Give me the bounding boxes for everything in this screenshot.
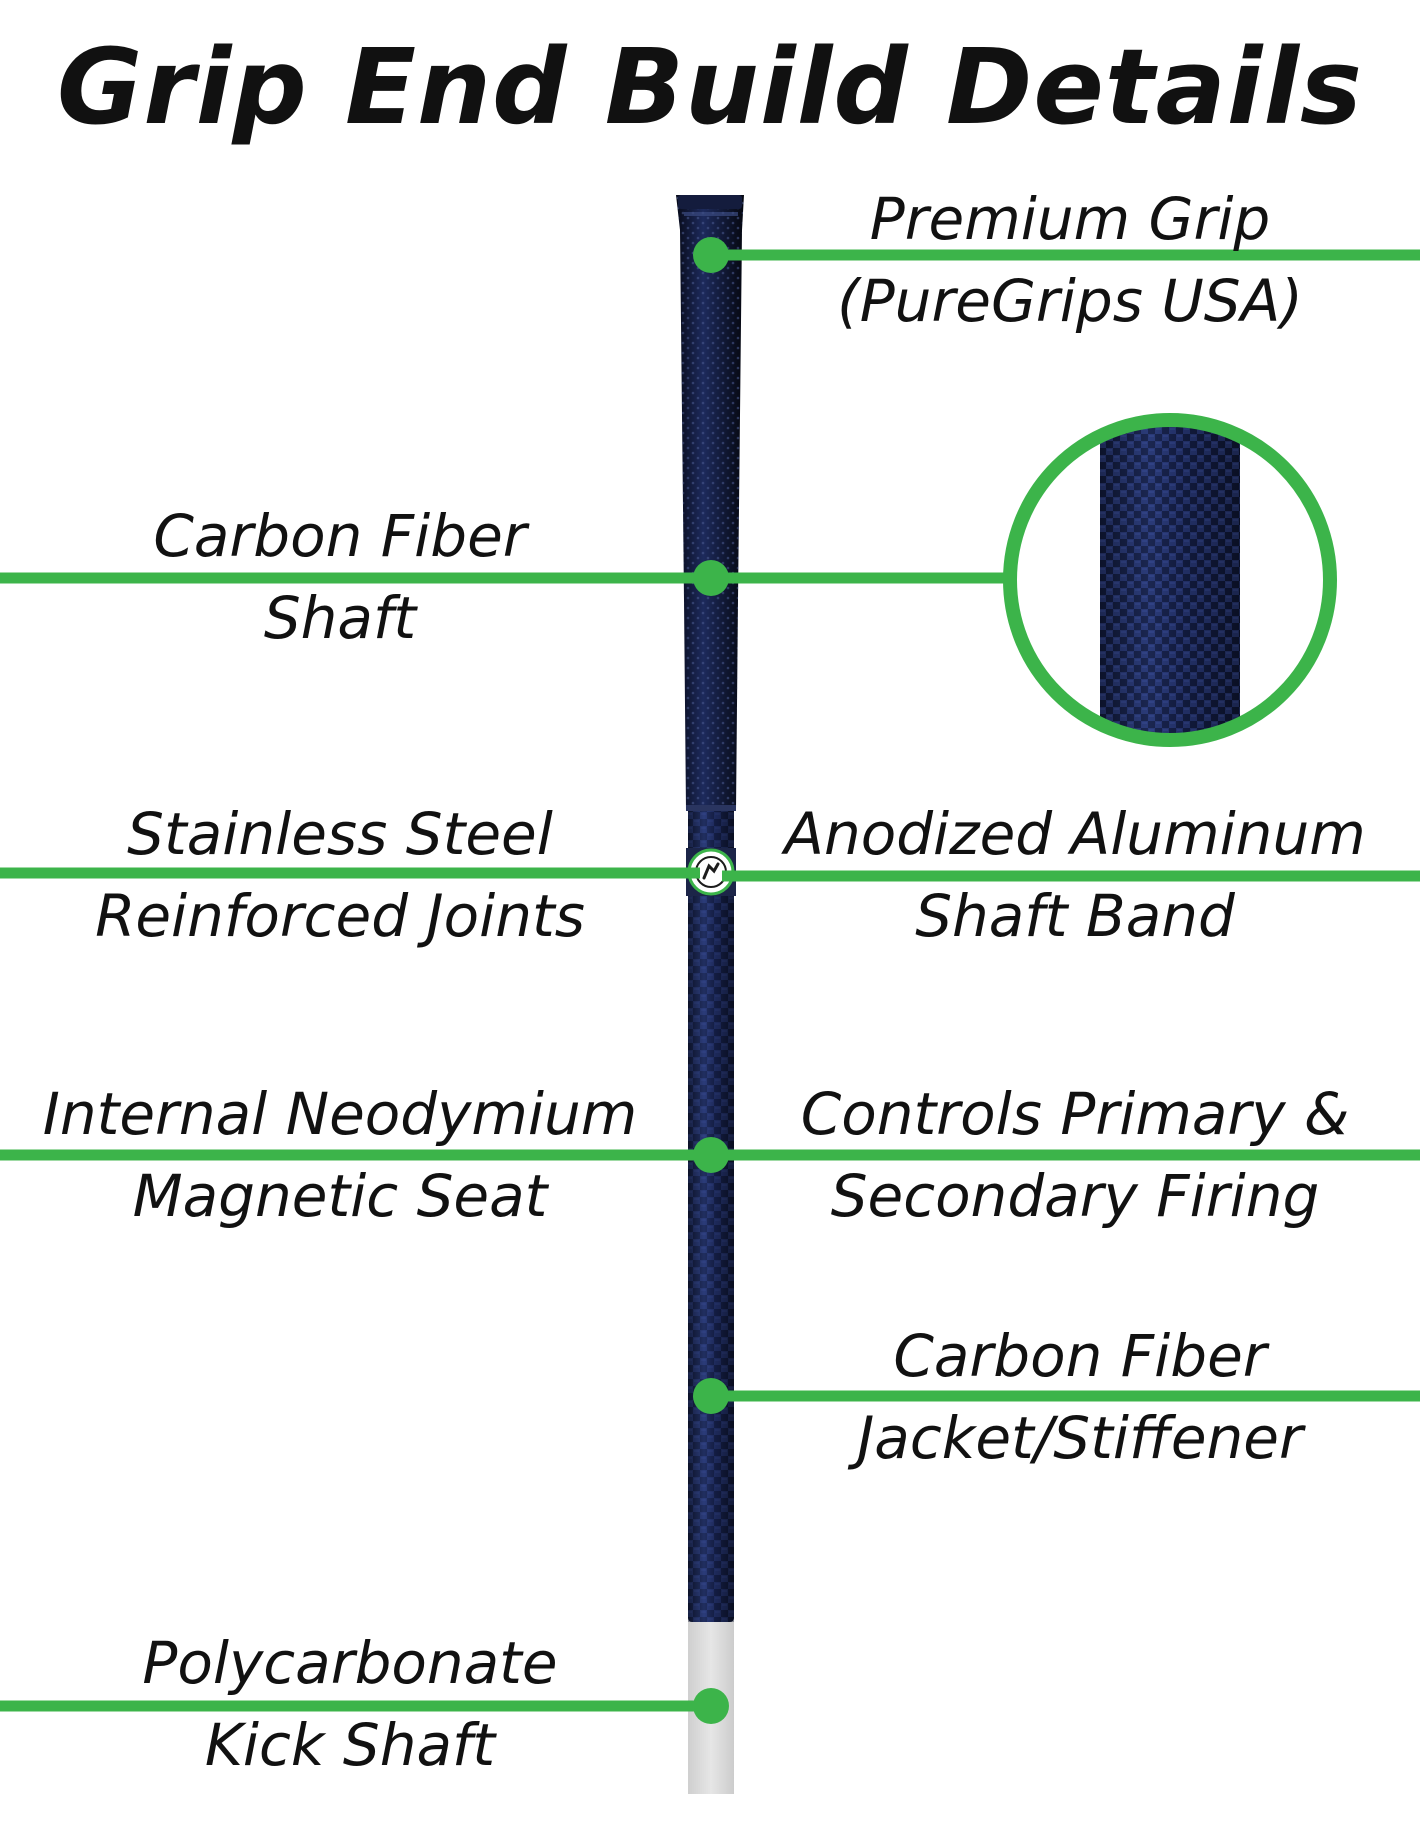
callout-stainless-steel-line2: Reinforced Joints [95,882,585,950]
callout-carbon-fiber-shaft-line1: Carbon Fiber [153,502,527,570]
callout-premium-grip-line2: (PureGrips USA) [837,267,1303,335]
carbon-weave-zoom [1003,413,1337,747]
callout-polycarbonate-line2: Kick Shaft [204,1711,496,1779]
callout-stainless-steel-joints: Stainless Steel Reinforced Joints [40,793,640,957]
callout-neodymium-line1: Internal Neodymium [42,1080,638,1148]
callout-carbon-fiber-shaft-line2: Shaft [263,584,417,652]
callout-premium-grip: Premium Grip (PureGrips USA) [810,178,1330,342]
callout-stainless-steel-line1: Stainless Steel [127,800,553,868]
callout-dot-polycarbonate [693,1688,729,1724]
callout-anodized-aluminum-band: Anodized Aluminum Shaft Band [765,793,1385,957]
callout-carbon-fiber-shaft: Carbon Fiber Shaft [100,495,580,659]
callout-dot-neodymium [693,1137,729,1173]
callout-carbon-fiber-jacket-line2: Jacket/Stiffener [857,1404,1303,1472]
callout-carbon-fiber-jacket-line1: Carbon Fiber [893,1322,1267,1390]
callout-dot-carbon-fiber-jacket [693,1378,729,1414]
callout-premium-grip-line1: Premium Grip [869,185,1271,253]
callout-dot-premium-grip [693,237,729,273]
callout-dots [693,237,729,1724]
callout-polycarbonate-line1: Polycarbonate [142,1629,558,1697]
callout-firing-controls-line2: Secondary Firing [830,1162,1320,1230]
callout-firing-controls-line1: Controls Primary & [800,1080,1350,1148]
callout-firing-controls: Controls Primary & Secondary Firing [770,1073,1380,1237]
callout-neodymium-magnetic-seat: Internal Neodymium Magnetic Seat [20,1073,660,1237]
callout-dot-carbon-fiber-shaft [693,560,729,596]
page-title: Grip End Build Details [57,26,1363,148]
callout-anodized-aluminum-line2: Shaft Band [915,882,1235,950]
callout-anodized-aluminum-line1: Anodized Aluminum [784,800,1366,868]
callout-carbon-fiber-jacket: Carbon Fiber Jacket/Stiffener [790,1315,1370,1479]
callout-polycarbonate-kick-shaft: Polycarbonate Kick Shaft [100,1622,600,1786]
callout-neodymium-line2: Magnetic Seat [132,1162,548,1230]
